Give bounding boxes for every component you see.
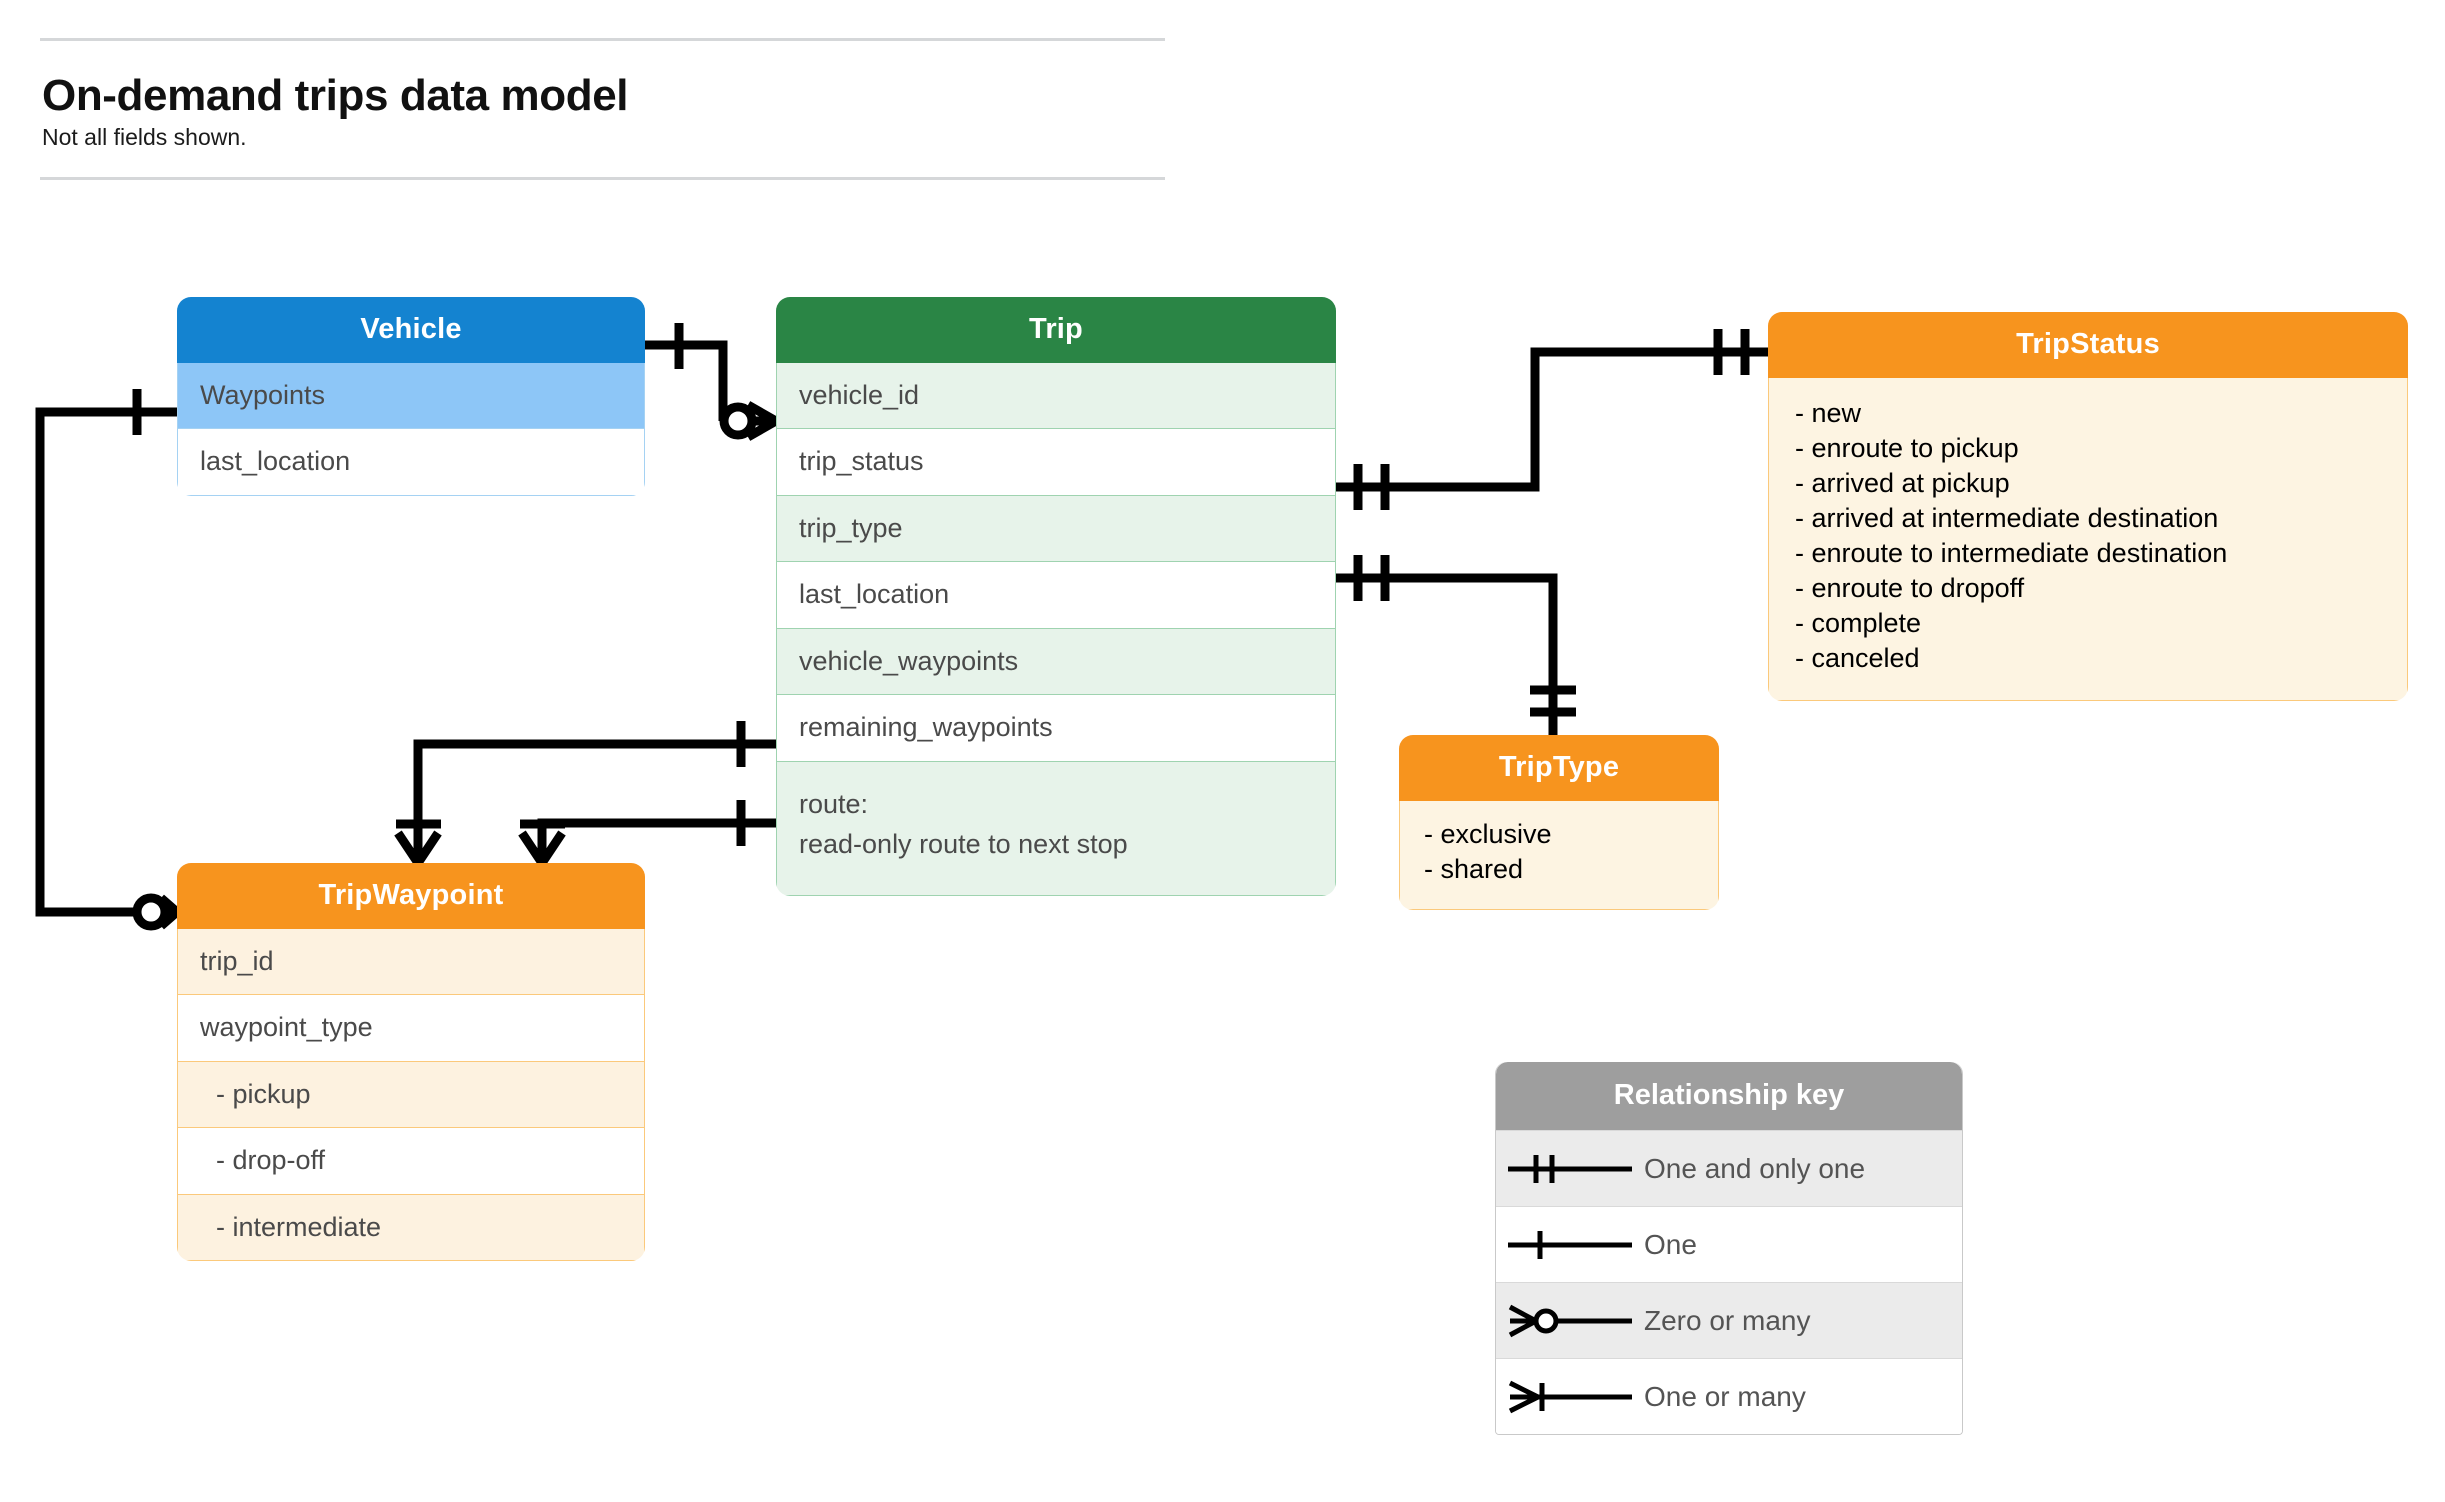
entity-triptype[interactable]: TripType - exclusive - shared	[1399, 735, 1719, 910]
legend-label: Zero or many	[1644, 1304, 1811, 1336]
field-trip-vehicle-id[interactable]: vehicle_id	[777, 363, 1335, 429]
field-trip-trip-status[interactable]: trip_status	[777, 428, 1335, 494]
legend-label: One and only one	[1644, 1152, 1866, 1184]
header-top-divider	[40, 38, 1165, 41]
field-trip-last-location[interactable]: last_location	[777, 561, 1335, 627]
entity-trip-title: Trip	[776, 297, 1336, 363]
legend-title: Relationship key	[1496, 1062, 1962, 1130]
legend-label: One	[1644, 1228, 1697, 1260]
entity-vehicle[interactable]: Vehicle Waypoints last_location	[177, 297, 645, 496]
field-vehicle-last-location[interactable]: last_location	[178, 428, 644, 494]
entity-vehicle-body: Waypoints last_location	[177, 363, 645, 496]
tripstatus-value: - enroute to pickup	[1795, 433, 2019, 463]
connector-remaining-waypoints-to-tripwaypoint	[518, 800, 776, 866]
field-trip-route-description: read-only route to next stop	[799, 829, 1128, 860]
entity-triptype-title: TripType	[1399, 735, 1719, 801]
one-icon	[1496, 1225, 1644, 1265]
entity-tripstatus[interactable]: TripStatus - new - enroute to pickup - a…	[1768, 312, 2408, 701]
field-tripwaypoint-drop-off[interactable]: - drop-off	[178, 1127, 644, 1193]
field-tripwaypoint-intermediate[interactable]: - intermediate	[178, 1193, 644, 1261]
field-trip-trip-type[interactable]: trip_type	[777, 494, 1335, 562]
one-or-many-icon	[1496, 1377, 1644, 1417]
connector-vehicle-waypoints-field-to-tripwaypoint	[35, 389, 180, 931]
tripstatus-value: - arrived at intermediate destination	[1795, 503, 2219, 533]
legend-row-one-and-only-one: One and only one	[1496, 1130, 1962, 1206]
page-subtitle: Not all fields shown.	[42, 123, 247, 150]
tripstatus-value: - new	[1795, 398, 1862, 428]
tripstatus-value: - canceled	[1795, 643, 1920, 673]
legend-row-one-or-many: One or many	[1496, 1358, 1962, 1434]
field-tripwaypoint-pickup[interactable]: - pickup	[178, 1060, 644, 1128]
entity-vehicle-title: Vehicle	[177, 297, 645, 363]
entity-tripstatus-title: TripStatus	[1768, 312, 2408, 378]
entity-trip-body: vehicle_id trip_status trip_type last_lo…	[776, 363, 1336, 896]
connector-trip-status-to-tripstatus	[1336, 329, 1768, 510]
one-and-only-one-icon	[1496, 1149, 1644, 1189]
field-trip-route[interactable]: route: read-only route to next stop	[777, 760, 1335, 895]
header: On-demand trips data model Not all field…	[40, 38, 1165, 180]
field-tripwaypoint-trip-id[interactable]: trip_id	[178, 929, 644, 995]
tripstatus-value: - enroute to dropoff	[1795, 573, 2025, 603]
entity-tripstatus-body: - new - enroute to pickup - arrived at p…	[1768, 378, 2408, 701]
entity-triptype-body: - exclusive - shared	[1399, 801, 1719, 910]
tripstatus-value: - enroute to intermediate destination	[1795, 538, 2228, 568]
field-vehicle-waypoints[interactable]: Waypoints	[178, 363, 644, 429]
tripstatus-value: - complete	[1795, 608, 1922, 638]
entity-tripwaypoint[interactable]: TripWaypoint trip_id waypoint_type - pic…	[177, 863, 645, 1262]
connector-vehicle-waypoints-to-tripwaypoint	[394, 721, 776, 866]
relationship-key-legend: Relationship key One and only one One	[1495, 1062, 1963, 1435]
field-trip-remaining-waypoints[interactable]: remaining_waypoints	[777, 694, 1335, 760]
field-trip-route-label: route:	[799, 788, 869, 819]
triptype-value: - shared	[1424, 854, 1524, 884]
entity-trip[interactable]: Trip vehicle_id trip_status trip_type la…	[776, 297, 1336, 896]
zero-or-many-icon	[1496, 1301, 1644, 1341]
field-trip-vehicle-waypoints[interactable]: vehicle_waypoints	[777, 627, 1335, 695]
entity-tripwaypoint-title: TripWaypoint	[177, 863, 645, 929]
legend-row-zero-or-many: Zero or many	[1496, 1282, 1962, 1358]
legend-label: One or many	[1644, 1380, 1806, 1412]
tripstatus-value: - arrived at pickup	[1795, 468, 2010, 498]
header-bottom-divider	[40, 176, 1165, 180]
page-title: On-demand trips data model	[42, 71, 629, 120]
entity-tripwaypoint-body: trip_id waypoint_type - pickup - drop-of…	[177, 929, 645, 1262]
field-tripwaypoint-waypoint-type[interactable]: waypoint_type	[178, 994, 644, 1060]
legend-row-one: One	[1496, 1206, 1962, 1282]
triptype-value: - exclusive	[1424, 819, 1552, 849]
connector-vehicle-to-trip-vehicle-id	[645, 323, 779, 441]
connector-trip-type-to-triptype	[1336, 555, 1576, 735]
